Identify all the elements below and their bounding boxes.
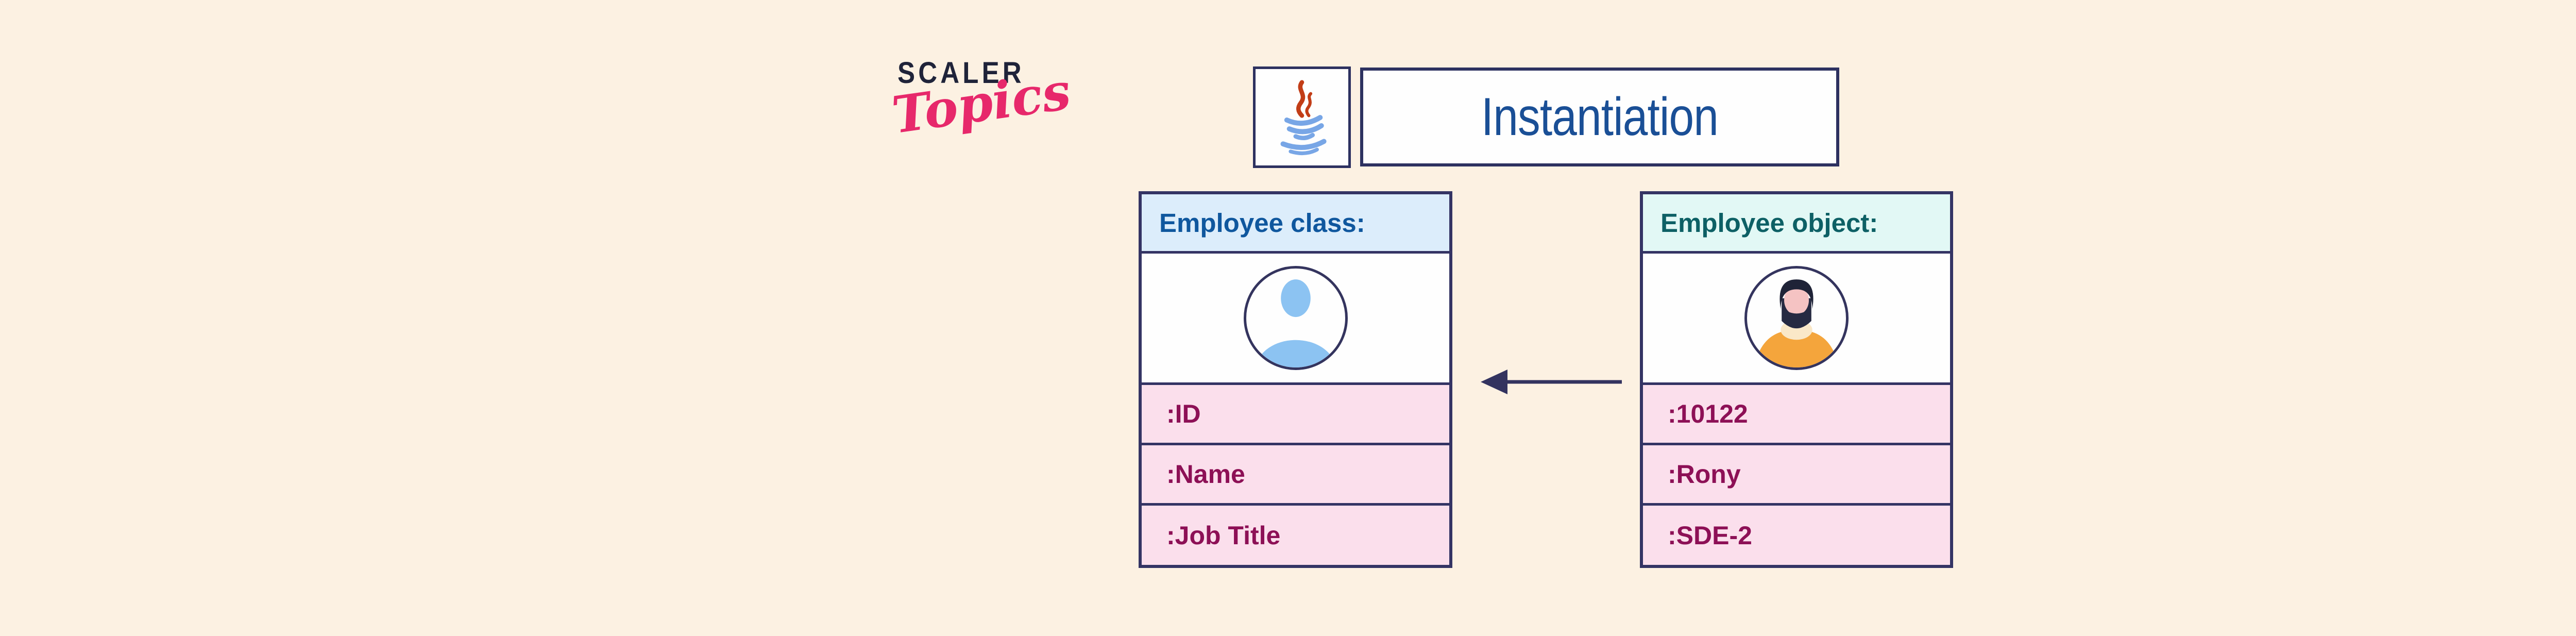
class-field-row: :Job Title bbox=[1142, 506, 1449, 565]
object-field-row: :Rony bbox=[1643, 445, 1950, 506]
class-field-row: :ID bbox=[1142, 385, 1449, 445]
employee-class-card: Employee class: :ID :Name :Job Title bbox=[1139, 191, 1452, 568]
employee-object-card: Employee object: :10122 :Rony :SDE-2 bbox=[1640, 191, 1953, 568]
title-banner: Instantiation bbox=[1360, 68, 1839, 166]
object-field-row: :SDE-2 bbox=[1643, 506, 1950, 565]
object-card-header: Employee object: bbox=[1643, 194, 1950, 254]
class-card-header: Employee class: bbox=[1142, 194, 1449, 254]
object-field-row: :10122 bbox=[1643, 385, 1950, 445]
employee-avatar-icon bbox=[1744, 266, 1849, 370]
generic-person-icon bbox=[1243, 266, 1348, 370]
page-title: Instantiation bbox=[1481, 87, 1719, 147]
java-icon-box bbox=[1253, 66, 1351, 168]
object-avatar-cell bbox=[1643, 254, 1950, 385]
class-avatar-cell bbox=[1142, 254, 1449, 385]
scaler-topics-logo: SCALER Topics bbox=[889, 56, 1074, 145]
scaler-wordmark: SCALER bbox=[897, 56, 1025, 90]
left-arrow-icon bbox=[1481, 370, 1622, 394]
java-cup-icon bbox=[1280, 79, 1327, 155]
class-field-row: :Name bbox=[1142, 445, 1449, 506]
